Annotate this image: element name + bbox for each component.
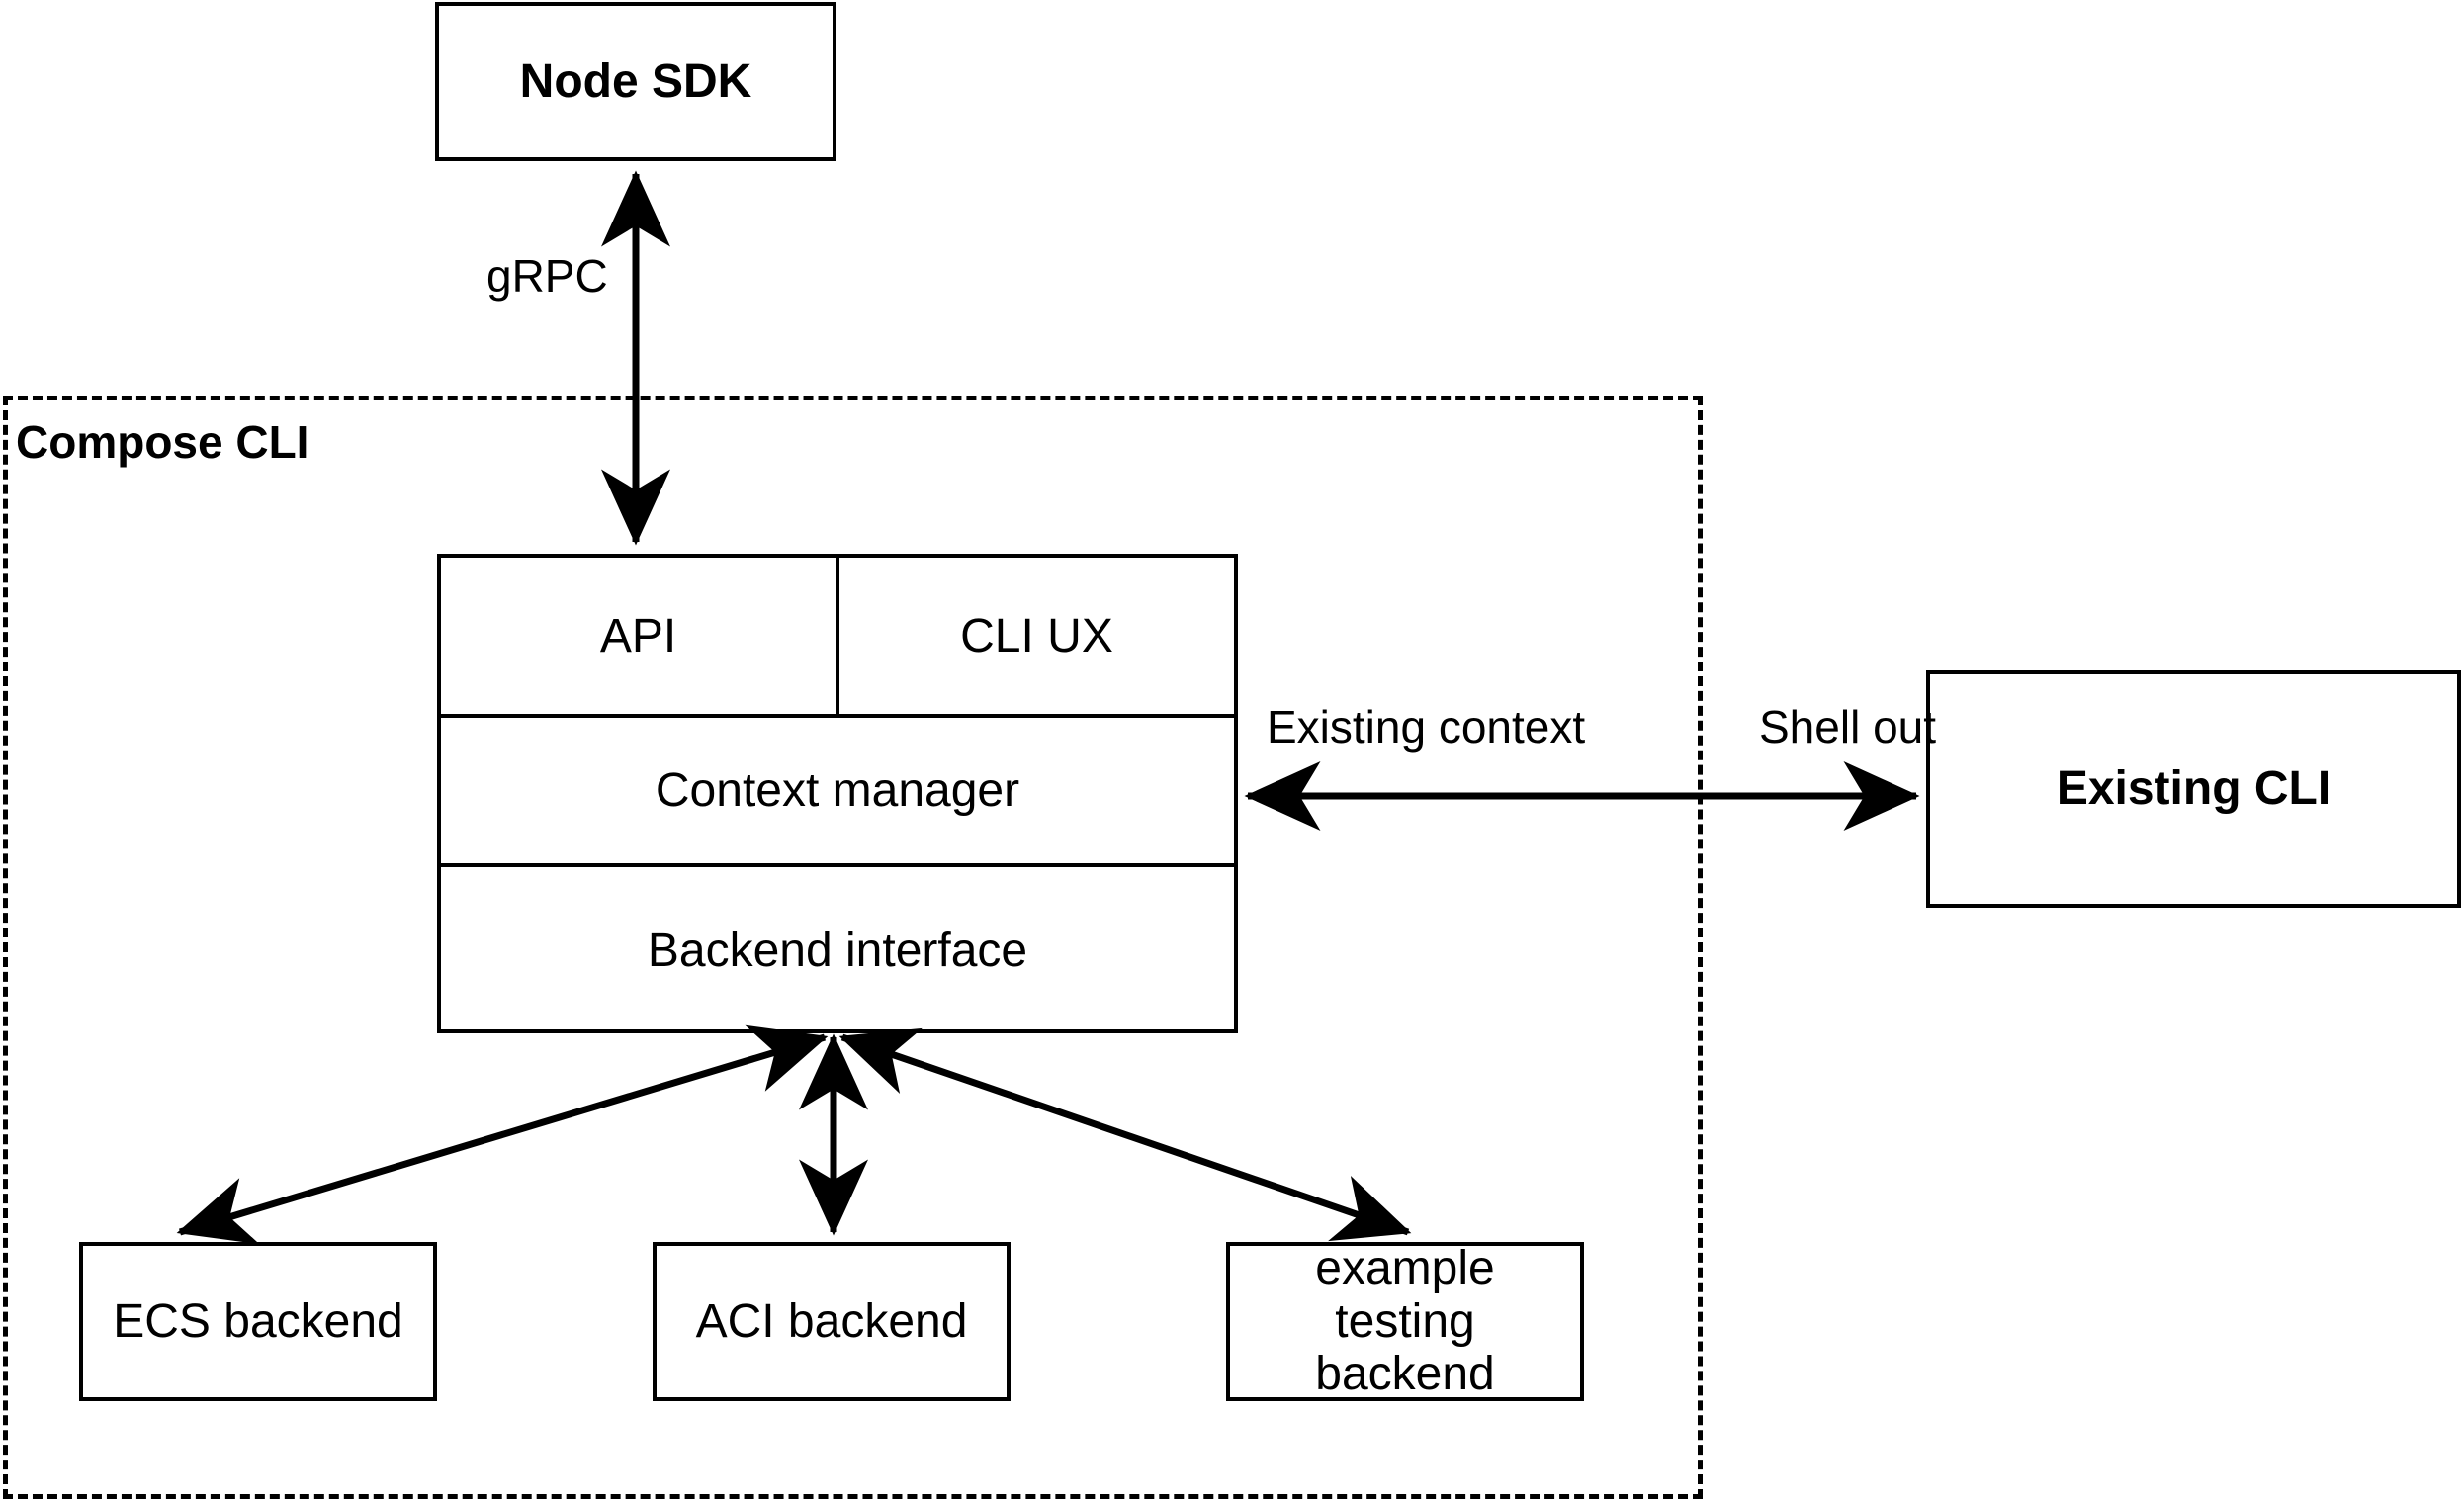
compose-cli-group-box bbox=[3, 396, 1703, 1499]
compose-cli-group-label: Compose CLI bbox=[16, 416, 309, 468]
backend-interface-cell[interactable]: Backend interface bbox=[647, 924, 1028, 977]
stack-row-context-manager: Context manager bbox=[441, 718, 1234, 867]
existing-cli-box[interactable]: Existing CLI bbox=[1926, 670, 2461, 908]
example-testing-backend-box[interactable]: example testing backend bbox=[1226, 1242, 1584, 1401]
stack-row-backend-interface: Backend interface bbox=[441, 867, 1234, 1033]
stack-row-api-cliux: API CLI UX bbox=[441, 558, 1234, 718]
node-sdk-box[interactable]: Node SDK bbox=[435, 2, 836, 161]
context-manager-cell[interactable]: Context manager bbox=[655, 764, 1020, 817]
existing-context-edge-label: Existing context bbox=[1267, 701, 1586, 753]
compose-cli-stack: API CLI UX Context manager Backend inter… bbox=[437, 554, 1238, 1033]
shell-out-edge-label: Shell out bbox=[1759, 701, 1937, 753]
api-cell[interactable]: API bbox=[441, 558, 839, 714]
aci-backend-box[interactable]: ACI backend bbox=[653, 1242, 1011, 1401]
cli-ux-cell[interactable]: CLI UX bbox=[960, 609, 1113, 663]
ecs-backend-box[interactable]: ECS backend bbox=[79, 1242, 437, 1401]
grpc-edge-label: gRPC bbox=[486, 250, 608, 302]
